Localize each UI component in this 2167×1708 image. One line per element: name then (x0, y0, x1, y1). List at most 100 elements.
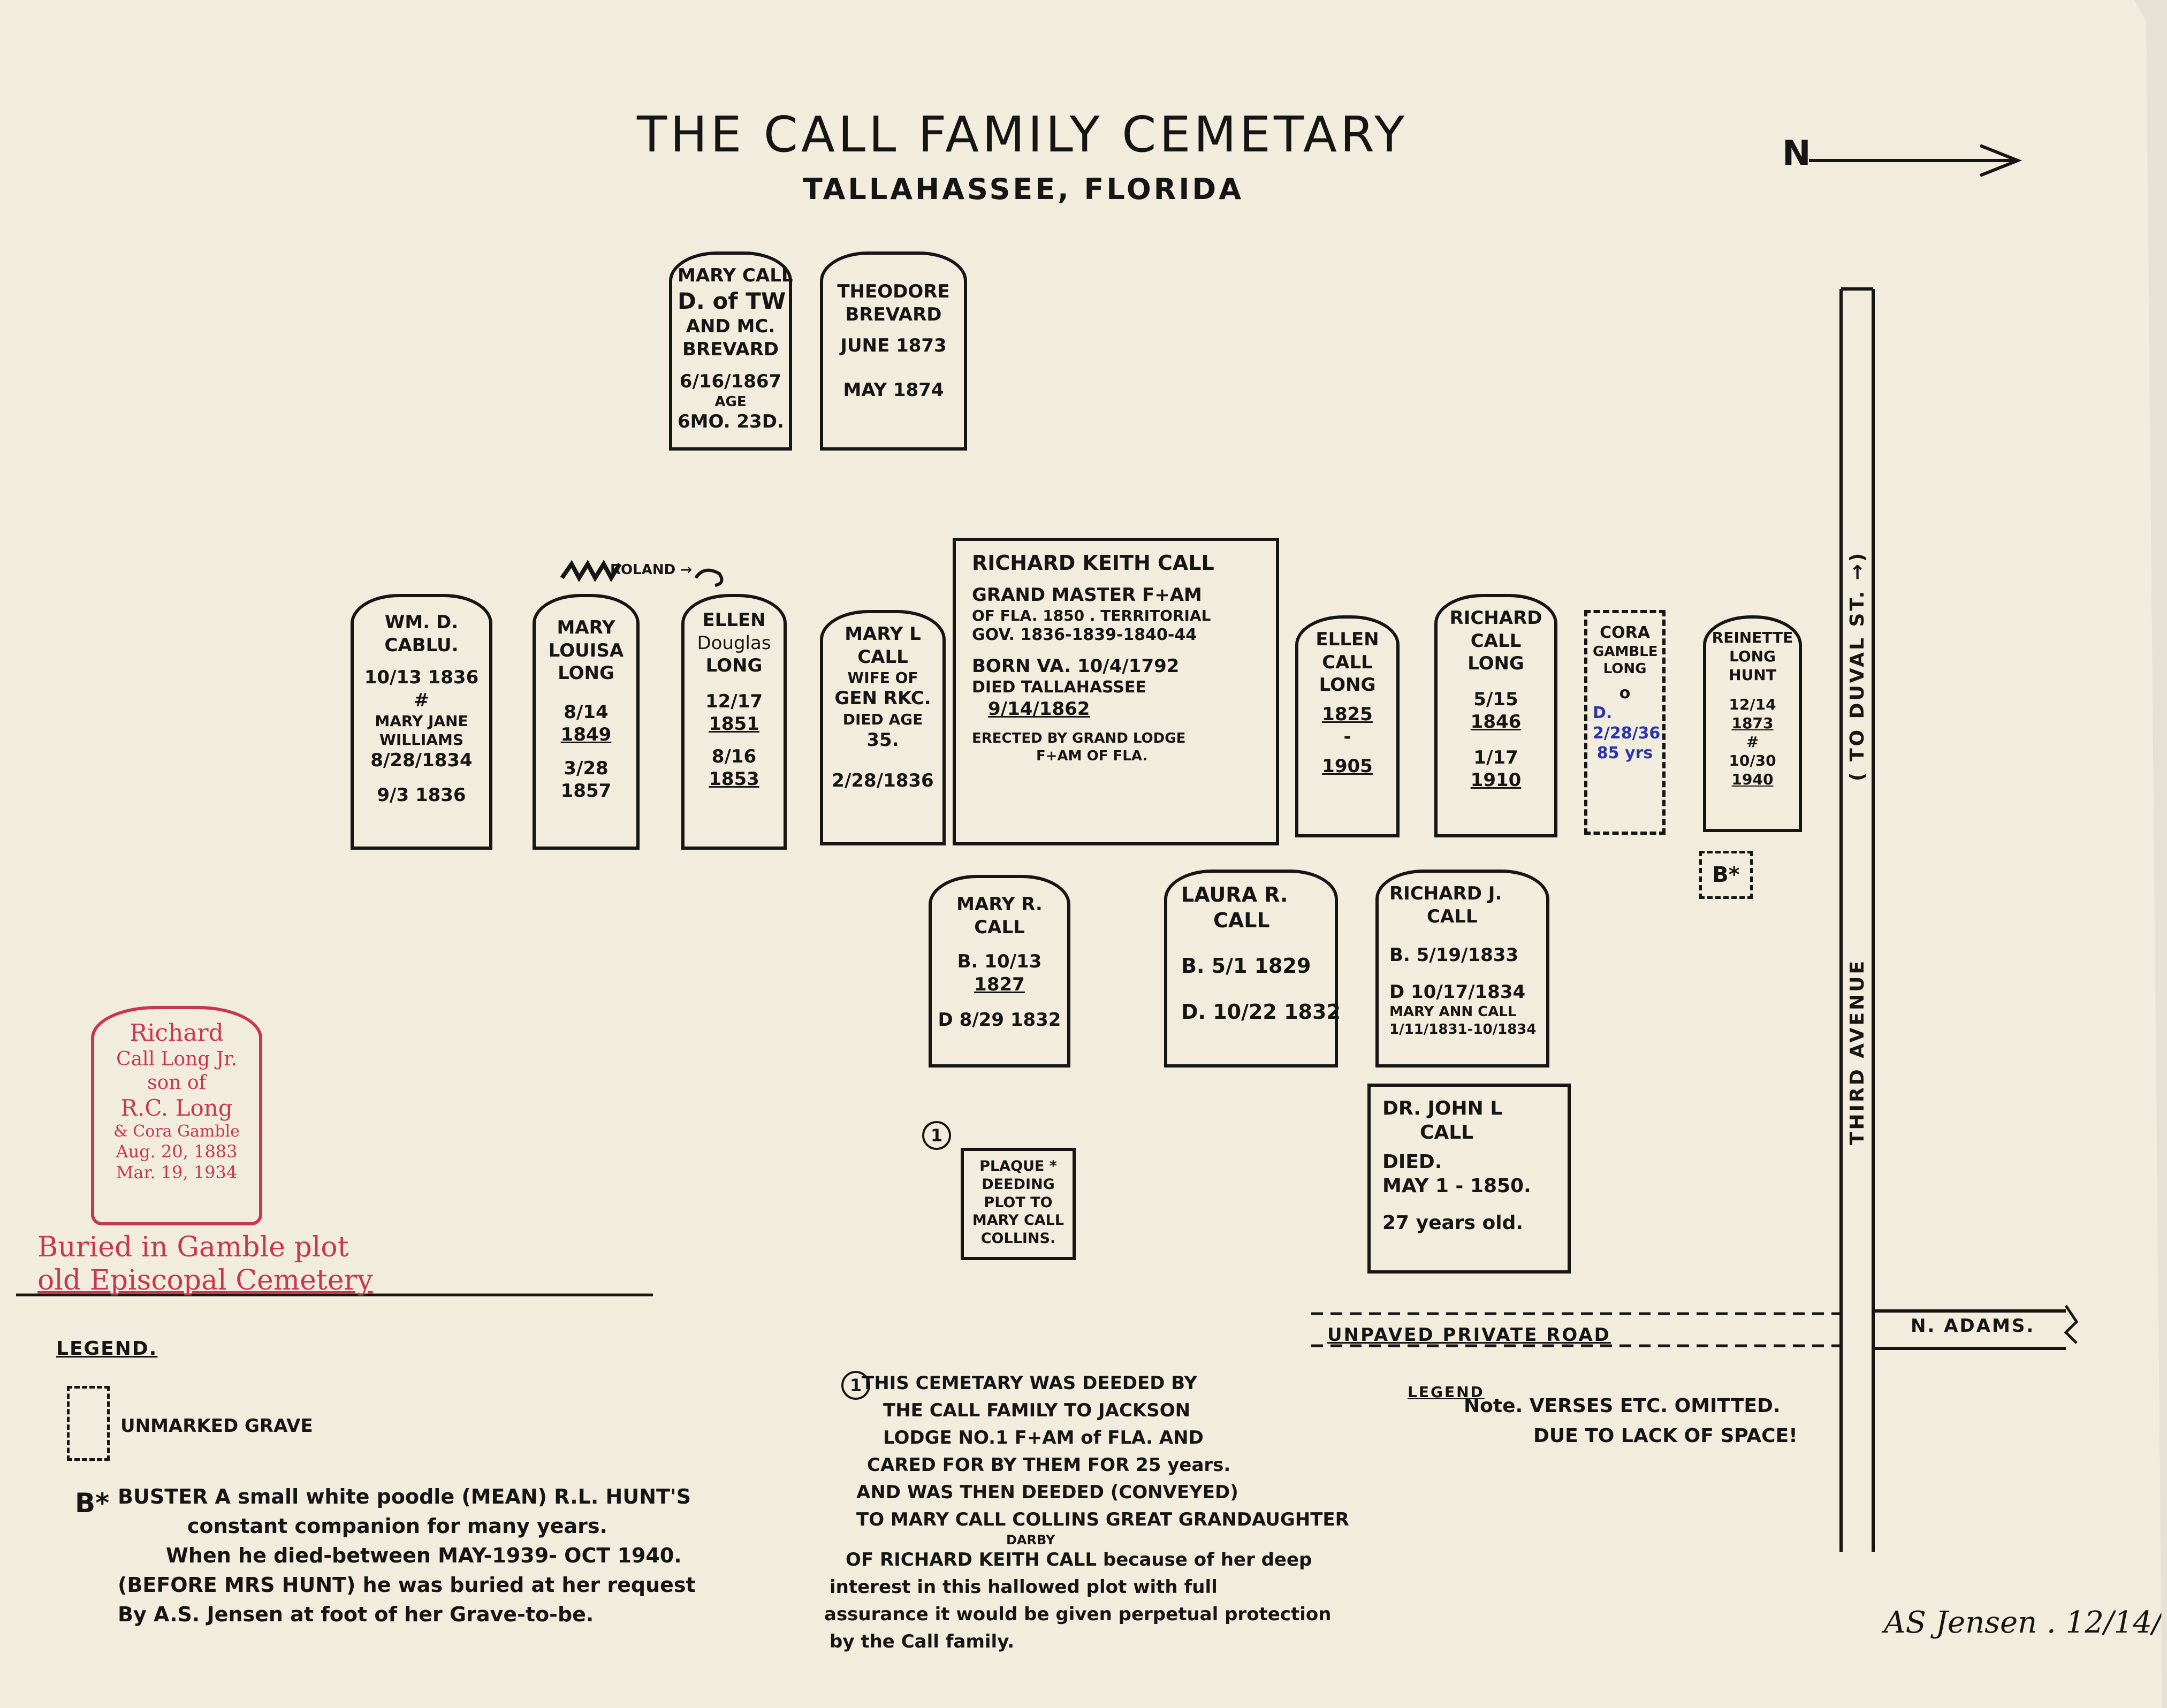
stone-line: Aug. 20, 1883 (116, 1141, 238, 1162)
stone-line: CALL (1427, 905, 1478, 927)
stone-line: AND MC. (686, 316, 775, 337)
stone-line: 85 yrs (1596, 744, 1653, 762)
stone-line: 10/30 (1729, 752, 1776, 769)
stone-line: MARY (557, 617, 615, 638)
stone-line: MARY ANN CALL (1389, 1004, 1517, 1020)
stone-line: BREVARD (845, 303, 942, 325)
stone-line: REINETTE (1712, 629, 1793, 646)
small-legend-label: LEGEND (1408, 1383, 1485, 1401)
stone-line: & Cora Gamble (113, 1122, 240, 1141)
stone-line: CALL (1322, 651, 1373, 673)
stone-line: # (414, 689, 429, 711)
pencil-note: ROLAND → (610, 562, 692, 578)
stone-line: LOUISA (548, 639, 624, 661)
stone-line: DIED AGE (842, 710, 923, 728)
stone-line: CALL (1213, 908, 1270, 932)
buster-line: BUSTER A small white poodle (MEAN) R.L. … (118, 1485, 691, 1508)
stone-line: 3/28 (564, 757, 609, 779)
buster-note: BUSTER A small white poodle (MEAN) R.L. … (118, 1482, 696, 1629)
stone-line: Call Long Jr. (116, 1048, 237, 1070)
stone-line: 8/14 (564, 701, 609, 723)
stone-line: PLAQUE * (979, 1158, 1057, 1175)
stone-line: son of (147, 1071, 206, 1094)
stone-line: LONG (705, 655, 763, 676)
grave-dr-john-l-call: DR. JOHN L CALL DIED. MAY 1 - 1850. 27 y… (1367, 1084, 1571, 1274)
red-note-line: old Episcopal Cemetery (37, 1264, 373, 1297)
stone-line: B. 5/19/1833 (1389, 944, 1519, 966)
stone-line: Richard (130, 1019, 224, 1047)
author-signature: AS Jensen . 12/14/67 (1884, 1605, 2162, 1640)
stone-line: GAMBLE (1593, 643, 1658, 660)
stone-line: CALL (1420, 1122, 1474, 1143)
stone-line: WILLIAMS (379, 731, 464, 749)
plaque-deeding-plot: PLAQUE * DEEDING PLOT TO MARY CALL COLLI… (961, 1148, 1076, 1260)
footnote-line: THIS CEMETARY WAS DEEDED BY (862, 1372, 1197, 1394)
stone-line: 1873 (1731, 714, 1774, 732)
stone-line: WIFE OF (847, 669, 918, 687)
stone-line: - (1343, 726, 1351, 748)
stone-line: OF FLA. 1850 . TERRITORIAL (972, 607, 1211, 624)
stone-line: # (1746, 733, 1759, 751)
stone-line: DR. JOHN L (1382, 1097, 1503, 1119)
grave-ellen-douglas-long: ELLEN Douglas LONG 12/17 1851 8/16 1853 (681, 594, 787, 850)
third-avenue-label: THIRD AVENUE (1846, 958, 1868, 1145)
grave-mary-louisa-long: MARY LOUISA LONG 8/14 1849 3/28 1857 (533, 594, 640, 850)
stone-line: 1846 (1470, 711, 1522, 733)
stone-line: BORN VA. 10/4/1792 (972, 655, 1180, 677)
stone-line: F+AM OF FLA. (1036, 748, 1148, 764)
stone-line: 10/13 1836 (364, 667, 479, 688)
stone-line: Douglas (697, 632, 771, 654)
footnote-line: AND WAS THEN DEEDED (CONVEYED) (856, 1482, 1238, 1503)
stone-line: MARY CALL (972, 1212, 1065, 1229)
footnote-line: CARED FOR BY THEM FOR 25 years. (867, 1454, 1231, 1476)
stone-line: D. of TW (678, 287, 786, 314)
stone-line: 1857 (560, 780, 612, 802)
stone-line: 6MO. 23D. (678, 411, 784, 432)
stone-line: LAURA R. (1181, 883, 1288, 906)
grave-mary-l-call: MARY L CALL WIFE OF GEN RKC. DIED AGE 35… (820, 610, 946, 845)
stone-line: WM. D. (384, 612, 459, 633)
north-arrow-icon (1809, 144, 2022, 177)
note-line: Note. VERSES ETC. OMITTED. (1464, 1395, 1781, 1417)
grave-theodore-brevard: THEODORE BREVARD JUNE 1873 MAY 1874 (820, 251, 967, 451)
footnote-line: THE CALL FAMILY TO JACKSON (883, 1400, 1191, 1421)
stone-line: DIED TALLAHASSEE (972, 678, 1146, 697)
map-subtitle: TALLAHASSEE, FLORIDA (803, 172, 1244, 206)
unpaved-road-label: UNPAVED PRIVATE ROAD (1327, 1324, 1611, 1346)
stone-line: BREVARD (682, 338, 779, 360)
footnote-line: DARBY (1006, 1532, 1055, 1547)
footnote-marker: 1 (841, 1371, 870, 1400)
stone-line: 2/28/36 (1593, 723, 1661, 743)
stone-line: D. 10/22 1832 (1181, 1000, 1341, 1024)
omission-note: Note. VERSES ETC. OMITTED. DUE TO LACK O… (1464, 1391, 1798, 1451)
buster-grave-marker: B* (1699, 851, 1753, 899)
stone-line: R.C. Long (120, 1095, 233, 1122)
stone-line: MARY L (845, 623, 921, 645)
stone-line: GEN RKC. (834, 688, 931, 709)
stone-line: LONG (1319, 674, 1376, 696)
buster-line: When he died-between MAY-1939- OCT 1940. (166, 1544, 682, 1568)
stone-line: o (1619, 683, 1631, 703)
stone-line: 1851 (709, 713, 759, 735)
grave-richard-call-long-jr: Richard Call Long Jr. son of R.C. Long &… (91, 1006, 262, 1225)
stone-line: 1940 (1731, 771, 1774, 788)
grave-reinette-long-hunt: REINETTE LONG HUNT 12/14 1873 # 10/30 19… (1703, 615, 1802, 832)
note-line: DUE TO LACK OF SPACE! (1533, 1424, 1798, 1447)
stone-line: RICHARD KEITH CALL (972, 551, 1214, 575)
red-burial-note: Buried in Gamble plot old Episcopal Ceme… (37, 1231, 373, 1298)
stone-line: Mar. 19, 1934 (116, 1162, 238, 1183)
stone-line: MARY CALL (678, 265, 793, 286)
grave-laura-r-call: LAURA R. CALL B. 5/1 1829 D. 10/22 1832 (1164, 870, 1341, 1068)
footnote-line: by the Call family. (830, 1631, 1015, 1652)
stone-line: LONG (558, 662, 614, 684)
stone-line: CORA (1600, 623, 1650, 642)
grave-richard-call-long: RICHARD CALL LONG 5/15 1846 1/17 1910 (1434, 594, 1557, 837)
stone-line: ERECTED BY GRAND LODGE (972, 730, 1186, 746)
stone-line: D 8/29 1832 (938, 1009, 1061, 1031)
footnote-line: interest in this hallowed plot with full (830, 1576, 1218, 1598)
stone-line: 1827 (974, 973, 1025, 995)
stone-line: D. (1593, 704, 1613, 722)
stone-line: 35. (866, 729, 899, 751)
